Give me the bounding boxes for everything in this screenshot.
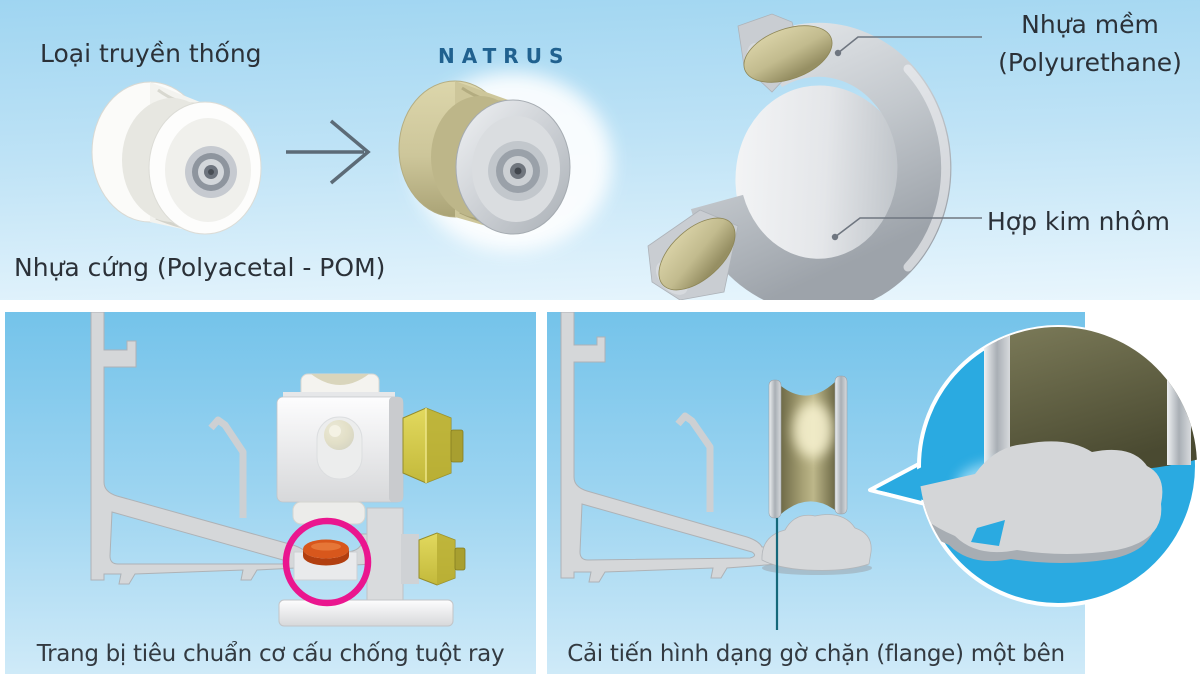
anti-derail-panel: Trang bị tiêu chuẩn cơ cấu chống tuột ra… <box>5 312 536 674</box>
bolt-lower <box>418 532 466 586</box>
bolt-upper <box>402 407 464 484</box>
roller-carriage <box>276 373 466 627</box>
hard-plastic-label: Nhựa cứng (Polyacetal - POM) <box>14 253 386 282</box>
traditional-roller-illustration <box>91 81 262 235</box>
brand-natrus-label: NATRUS <box>438 44 571 68</box>
highlight-circle <box>282 517 372 607</box>
flange-illustration <box>560 312 1199 630</box>
magnifier-callout <box>868 325 1199 607</box>
anti-derail-illustration <box>90 312 466 627</box>
natrus-wheel-front <box>768 375 848 519</box>
arrow-right-icon <box>286 119 371 185</box>
top-illustrations <box>91 13 982 300</box>
anti-derail-caption: Trang bị tiêu chuẩn cơ cấu chống tuột ra… <box>36 641 505 667</box>
rail-profile-right <box>560 312 872 583</box>
natrus-roller-illustration <box>398 72 612 252</box>
soft-plastic-label-line2: (Polyurethane) <box>998 47 1182 77</box>
cutaway-roller-illustration <box>647 13 952 300</box>
magnifier-detail <box>919 327 1197 563</box>
top-section: Loại truyền thống NATRUS Nhựa cứng (Poly… <box>0 0 1200 300</box>
callout-leader-lines <box>831 36 982 241</box>
soft-plastic-label-line1: Nhựa mềm <box>1021 10 1159 39</box>
flange-caption: Cải tiến hình dạng gờ chặn (flange) một … <box>567 641 1065 667</box>
traditional-title: Loại truyền thống <box>40 39 262 68</box>
anti-derail-stopper <box>303 539 349 566</box>
aluminum-alloy-label: Hợp kim nhôm <box>987 207 1170 236</box>
soft-plastic-label: Nhựa mềm (Polyurethane) <box>985 6 1195 81</box>
